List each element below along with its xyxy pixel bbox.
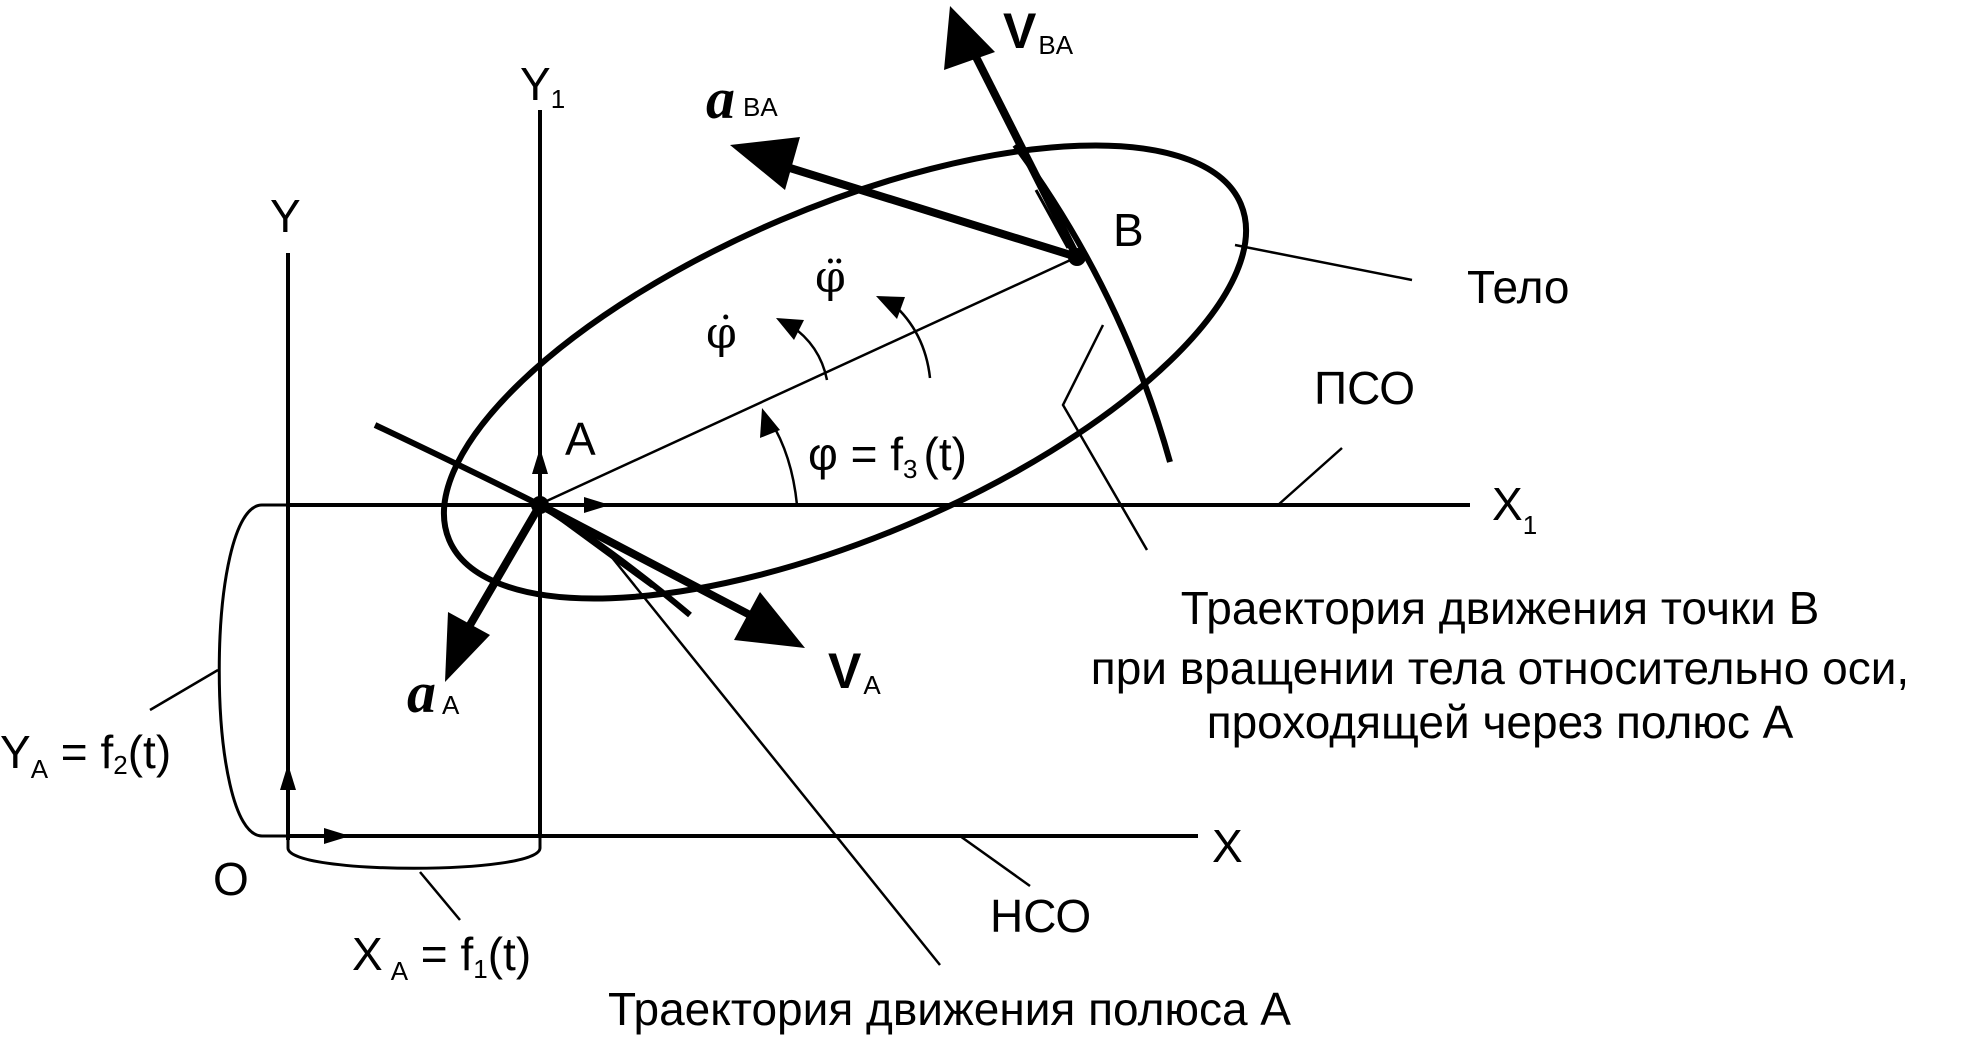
- a-y-unit-arrowhead: [532, 448, 548, 474]
- a-a-vector: [466, 502, 544, 628]
- label-y1: Y1: [520, 58, 565, 114]
- v-a-arrowhead: [734, 592, 805, 648]
- label-x1: X1: [1492, 478, 1537, 540]
- origin-x-arrowhead: [324, 828, 350, 844]
- label-x: X: [1212, 820, 1243, 872]
- pso-leader: [1277, 447, 1343, 506]
- label-point-a: A: [565, 413, 596, 465]
- a-ba-arrowhead: [730, 137, 800, 190]
- caption-trajectory-b-line2: при вращении тела относительно оси,: [1091, 642, 1909, 694]
- b-velocity-tangent-mark: [1034, 189, 1070, 249]
- a-x-unit-arrowhead: [584, 497, 610, 513]
- origin-y-arrowhead: [280, 764, 296, 790]
- segment-ab: [537, 255, 1078, 507]
- point-b-dot: [1068, 248, 1086, 266]
- label-pso: ПСО: [1314, 362, 1415, 414]
- a-ba-vector: [788, 164, 1079, 261]
- body-ellipse: [440, 142, 1250, 602]
- label-phi-equation: φ = f3(t): [808, 428, 967, 484]
- v-ba-vector: [971, 53, 1081, 259]
- ya-dimension-bracket: [217, 503, 286, 838]
- label-phi-dot: φ̇: [706, 308, 737, 359]
- label-point-b: B: [1113, 204, 1144, 256]
- caption-trajectory-b-line1: Траектория движения точки В: [1181, 582, 1820, 634]
- trajectory-b-leader: [1061, 324, 1149, 551]
- label-v-ba: VBA: [1003, 3, 1074, 60]
- trajectory-a-leader: [609, 554, 941, 966]
- ya-leader: [149, 668, 219, 712]
- xa-leader: [419, 871, 461, 921]
- label-phi-ddot: φ̈: [815, 252, 846, 303]
- caption-trajectory-b-line3: проходящей через полюс А: [1207, 696, 1794, 748]
- v-a-vector: [538, 501, 752, 619]
- caption-trajectory-a: Траектория движения полюса А: [608, 983, 1291, 1035]
- label-v-a: VA: [828, 643, 881, 700]
- angular-acceleration-arrowhead: [876, 296, 905, 319]
- label-origin: O: [213, 853, 249, 905]
- point-a-dot: [531, 496, 549, 514]
- angular-velocity-arrowhead: [776, 318, 804, 340]
- phi-angle-arrowhead: [760, 408, 780, 438]
- label-y: Y: [270, 190, 301, 242]
- label-ya-equation: YA = f2(t): [0, 726, 171, 784]
- nso-leader: [959, 834, 1031, 888]
- body-leader: [1234, 243, 1413, 282]
- v-ba-arrowhead: [944, 6, 995, 70]
- a-a-arrowhead: [445, 612, 490, 682]
- label-body: Тело: [1467, 261, 1570, 313]
- xa-dimension-bracket: [286, 838, 542, 870]
- label-nso: НСО: [990, 890, 1091, 942]
- phi-angle-arc: [768, 419, 799, 506]
